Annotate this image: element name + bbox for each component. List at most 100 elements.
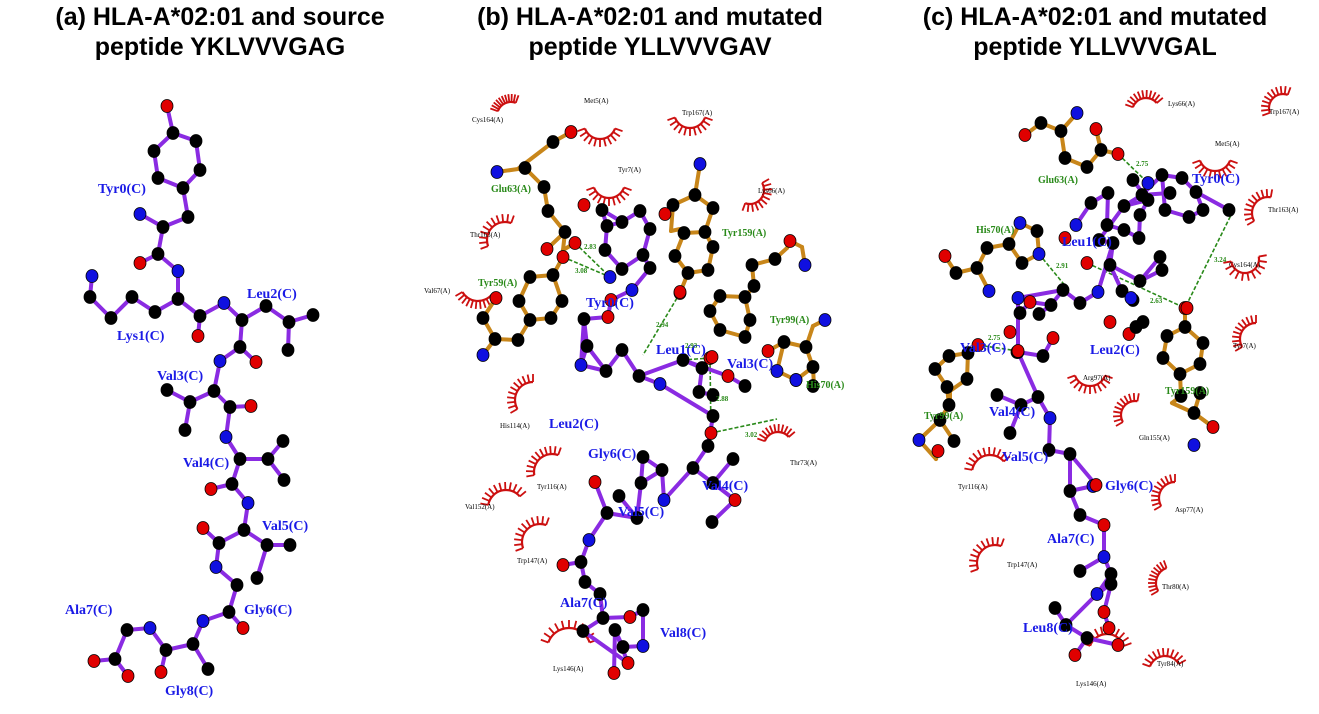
peptide-residue-label: Tyr0(C) [586, 296, 634, 311]
hydrophobic-spoke [1114, 405, 1123, 411]
hydrophobic-spoke [1151, 502, 1161, 507]
hydrophobic-spoke [560, 620, 565, 629]
hydrophobic-spoke [514, 543, 523, 547]
hydrophobic-contact [480, 481, 527, 506]
carbon-atom [151, 247, 165, 261]
carbon-atom [306, 308, 320, 322]
hydrophobic-arc [1267, 92, 1289, 114]
carbon-atom [523, 270, 537, 284]
hydrophobic-residue-label: Lys146(A) [1076, 680, 1107, 688]
hydrophobic-spoke [480, 245, 489, 250]
hydrophobic-residue-label: Lys66(A) [1168, 100, 1196, 108]
hydrophobic-spoke [507, 404, 517, 409]
nitrogen-atom [1013, 216, 1027, 230]
hydrophobic-spoke [548, 627, 555, 635]
bond [1064, 592, 1099, 627]
nitrogen-atom [1091, 285, 1105, 299]
carbon-atom [1056, 283, 1070, 297]
carbon-atom [282, 315, 296, 329]
oxygen-atom [588, 475, 602, 489]
hydrophobic-residue-label: Asp77(A) [1175, 506, 1204, 514]
hydrophobic-residue-label: Thr73(A) [790, 459, 817, 467]
nitrogen-atom [1124, 291, 1138, 305]
peptide-residue-label: Val3(C) [727, 357, 773, 372]
nitrogen-atom [1090, 587, 1104, 601]
hbond-line [574, 242, 611, 278]
hydrophobic-spoke [764, 427, 771, 435]
hydrophobic-contact [479, 214, 515, 250]
hydrophobic-residue-label: His114(A) [500, 422, 530, 430]
hydrophobic-contact [964, 446, 1011, 471]
nitrogen-atom [657, 493, 671, 507]
carbon-atom [706, 240, 720, 254]
carbon-atom [104, 311, 118, 325]
carbon-atom [488, 332, 502, 346]
hydrophobic-spoke [1166, 648, 1170, 657]
carbon-atom [1003, 426, 1017, 440]
panel-c-title: (c) HLA-A*02:01 and mutated peptide YLLV… [880, 2, 1310, 62]
oxygen-atom [1089, 478, 1103, 492]
hydrophobic-arc [1148, 654, 1180, 667]
hydrophobic-residue-label: Lys66(A) [758, 187, 786, 195]
carbon-atom [598, 243, 612, 257]
carbon-atom [990, 388, 1004, 402]
carbon-atom [634, 476, 648, 490]
hydrophobic-spoke [1234, 346, 1243, 352]
hydrophobic-spoke [479, 236, 488, 240]
carbon-atom [1080, 631, 1094, 645]
hydrophobic-spoke [508, 482, 512, 491]
hydrophobic-spoke [1255, 191, 1262, 200]
carbon-atom [1160, 329, 1174, 343]
hydrophobic-spoke [455, 291, 463, 297]
hydrophobic-spoke [545, 517, 550, 526]
nitrogen-atom [818, 313, 832, 327]
oxygen-atom [568, 236, 582, 250]
hydrophobic-spoke [1126, 99, 1135, 106]
peptide-residue-label: Ala7(C) [1047, 532, 1095, 547]
hydrophobic-residue-label: Val152(A) [465, 503, 495, 511]
carbon-atom [636, 603, 650, 617]
hydrophobic-spoke [1123, 395, 1129, 404]
hydrophobic-spoke [1148, 90, 1153, 99]
hydrophobic-spoke [1198, 166, 1205, 174]
carbon-atom [1084, 196, 1098, 210]
hydrophobic-spoke [507, 400, 516, 404]
carbon-atom [695, 361, 709, 375]
carbon-atom [546, 135, 560, 149]
hydrophobic-spoke [1104, 374, 1113, 380]
bond [1016, 288, 1065, 300]
hydrophobic-spoke [970, 568, 979, 573]
hydrophobic-spoke [1102, 378, 1111, 385]
carbon-atom [186, 637, 200, 651]
hydrophobic-spoke [596, 195, 603, 204]
hydrophobic-spoke [602, 138, 607, 147]
hydrophobic-contact [1232, 315, 1257, 352]
hydrophobic-spoke [482, 299, 487, 309]
hydrophobic-spoke [1279, 86, 1283, 95]
hydrophobic-spoke [1257, 264, 1266, 270]
hydrophobic-spoke [530, 455, 539, 462]
carbon-atom [523, 313, 537, 327]
hydrophobic-spoke [573, 620, 578, 629]
hydrophobic-spoke [478, 300, 482, 309]
hla-residue-label: Glu63(A) [491, 184, 531, 195]
bond [1016, 350, 1040, 399]
hydrophobic-spoke [751, 203, 754, 212]
hydrophobic-residue-label: Trp147(A) [1007, 561, 1038, 569]
carbon-atom [980, 241, 994, 255]
hydrophobic-spoke [1119, 398, 1127, 406]
hydrophobic-spoke [543, 446, 548, 455]
hydrophobic-residue-label: Gln155(A) [1139, 434, 1170, 442]
carbon-atom [1100, 218, 1114, 232]
oxygen-atom [623, 610, 637, 624]
hydrophobic-spoke [696, 125, 703, 134]
hydrophobic-spoke [773, 424, 777, 433]
hydrophobic-spoke [1246, 220, 1255, 226]
hydrophobic-spoke [1067, 374, 1076, 380]
hydrophobic-spoke [972, 548, 981, 555]
hydrophobic-spoke [1148, 577, 1157, 582]
peptide-residue-label: Gly6(C) [244, 603, 293, 618]
hbond-distance: 2.93 [685, 342, 698, 350]
hydrophobic-spoke [549, 446, 552, 455]
hydrophobic-spoke [970, 553, 979, 558]
